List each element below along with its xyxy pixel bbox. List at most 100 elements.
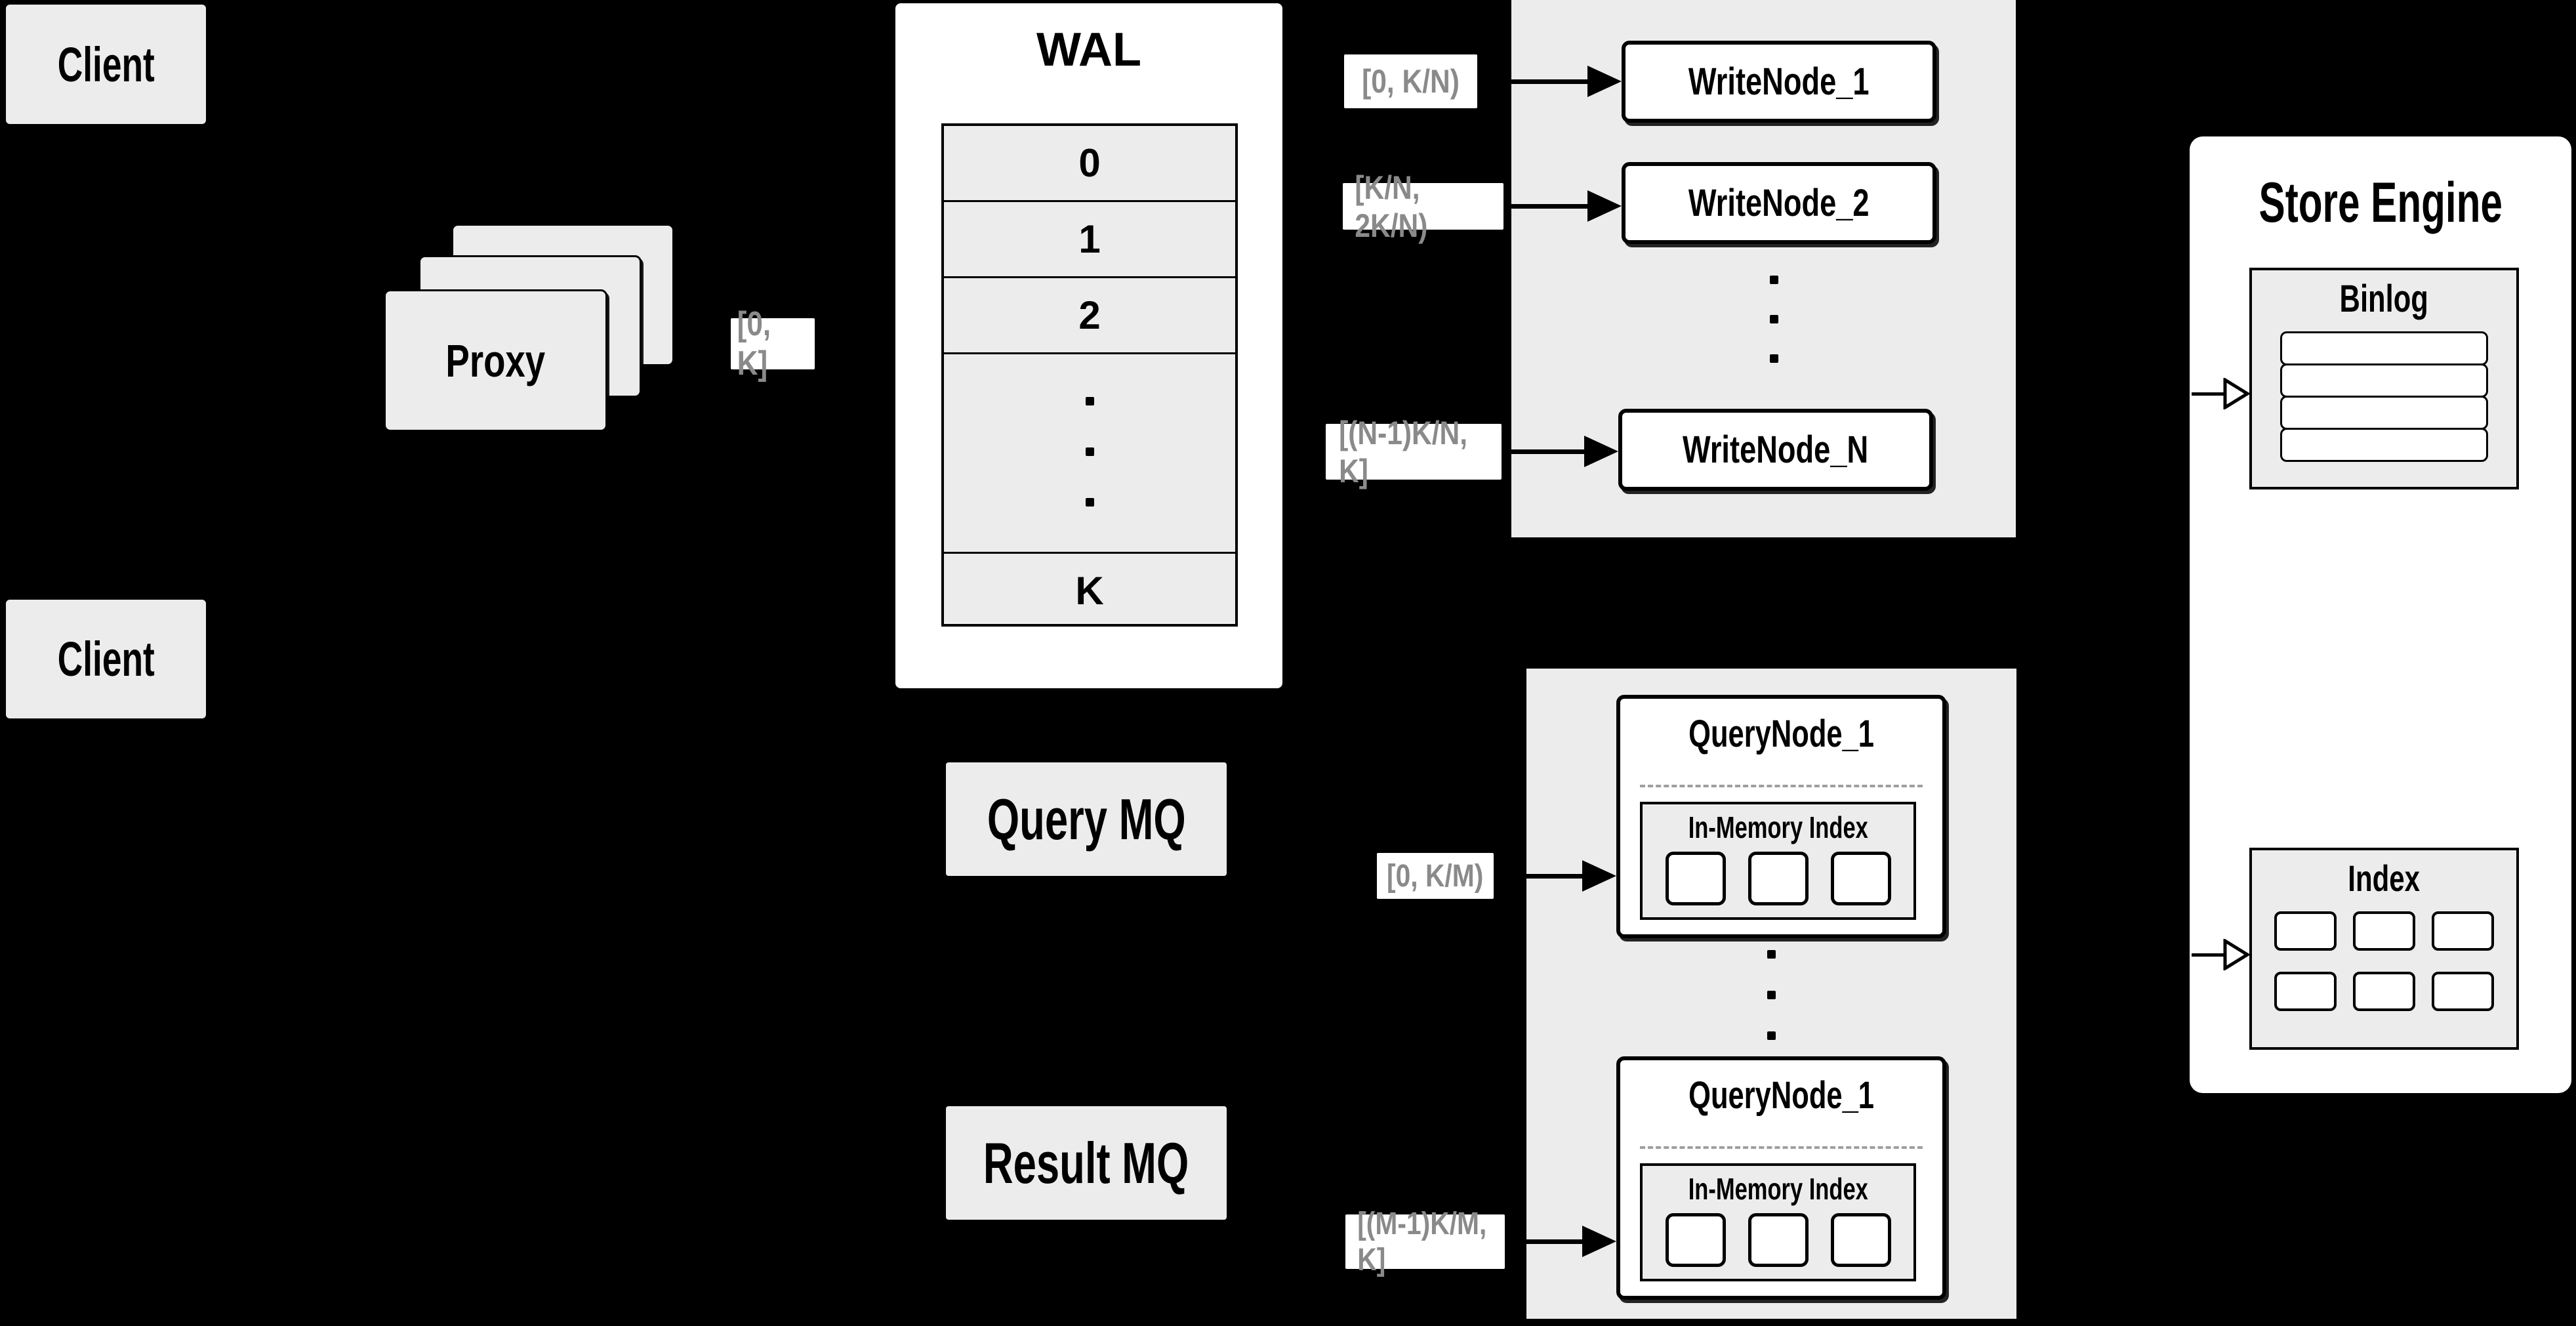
wal-row-2-label: 2: [1078, 293, 1101, 337]
arrow-to-write-node-2: [1503, 204, 1587, 209]
write-node-2-label: WriteNode_2: [1688, 182, 1870, 224]
wal-row-1-label: 1: [1078, 217, 1101, 261]
segment-squares-2: [1643, 1213, 1913, 1267]
segment-square: [1748, 1213, 1809, 1267]
ellipsis-dot: [1767, 1031, 1776, 1040]
write-node-2: WriteNode_2: [1622, 162, 1936, 244]
ellipsis-dot: [1086, 498, 1094, 507]
result-mq-node: Result MQ: [946, 1106, 1227, 1220]
index-cell: [2274, 972, 2337, 1011]
ellipsis-dot: [1770, 315, 1778, 323]
binlog-title: Binlog: [2252, 277, 2516, 321]
index-cell: [2274, 911, 2337, 951]
binlog-rows: [2252, 331, 2516, 462]
client-node-bottom: Client: [6, 600, 206, 718]
ellipsis-dot: [1086, 397, 1094, 405]
range-label-write-1: [0, K/N): [1344, 54, 1477, 108]
range-label-query-1-text: [0, K/M): [1387, 858, 1484, 894]
range-label-query-m-text: [(M-1)K/M, K]: [1357, 1206, 1487, 1277]
wal-row-2: 2: [944, 278, 1235, 354]
arrow-to-query-node-1: [1494, 874, 1582, 879]
arrowhead-to-query-node-1: [1582, 860, 1616, 892]
query-node-m-title: QueryNode_1: [1620, 1073, 1942, 1117]
in-memory-index-1-title: In-Memory Index: [1643, 810, 1913, 845]
ellipsis-dot: [1767, 991, 1776, 999]
arrow-to-index: [2192, 953, 2226, 957]
write-node-1: WriteNode_1: [1622, 41, 1936, 123]
arrowhead-to-binlog: [2223, 378, 2249, 409]
query-mq-label: Query MQ: [987, 786, 1186, 852]
wal-segment-table: 0 1 2 K: [941, 123, 1238, 627]
ellipsis-dot: [1767, 950, 1776, 959]
arrow-to-query-node-m: [1505, 1239, 1582, 1244]
binlog-row: [2280, 331, 2488, 365]
in-memory-index-2-title-text: In-Memory Index: [1688, 1172, 1868, 1206]
index-cell: [2432, 911, 2494, 951]
store-engine-panel: Store Engine Binlog Index: [2190, 136, 2571, 1093]
query-node-1-divider: [1640, 785, 1923, 787]
query-node-m: QueryNode_1 In-Memory Index: [1616, 1056, 1946, 1300]
arrowhead-to-query-node-m: [1582, 1226, 1616, 1257]
index-box: Index: [2249, 848, 2519, 1050]
query-node-1-title: QueryNode_1: [1620, 712, 1942, 756]
query-node-group-panel: QueryNode_1 In-Memory Index QueryNode_1: [1526, 669, 2016, 1319]
index-cell: [2353, 911, 2415, 951]
range-label-write-2: [K/N, 2K/N): [1343, 169, 1503, 244]
store-engine-title: Store Engine: [2190, 171, 2571, 236]
wal-row-ellipsis: [944, 354, 1235, 554]
query-node-1: QueryNode_1 In-Memory Index: [1616, 695, 1946, 938]
arrowhead-to-write-node-1: [1587, 66, 1622, 97]
store-engine-title-text: Store Engine: [2259, 171, 2503, 234]
range-label-proxy-output-text: [0, K]: [737, 305, 771, 383]
range-label-query-1: [0, K/M): [1377, 853, 1494, 899]
binlog-row: [2280, 363, 2488, 398]
arrow-to-write-node-n: [1502, 449, 1584, 454]
range-label-write-n-text: [(N-1)K/N, K]: [1339, 414, 1468, 489]
binlog-box: Binlog: [2249, 268, 2519, 489]
ellipsis-dot: [1770, 354, 1778, 363]
proxy-card-front: Proxy: [384, 289, 607, 432]
wal-row-0: 0: [944, 126, 1235, 202]
in-memory-index-1-title-text: In-Memory Index: [1688, 810, 1868, 844]
range-label-query-m: [(M-1)K/M, K]: [1345, 1207, 1505, 1277]
client-node-top: Client: [6, 5, 206, 124]
write-node-1-label: WriteNode_1: [1688, 60, 1870, 103]
binlog-row: [2280, 428, 2488, 462]
query-mq-node: Query MQ: [946, 762, 1227, 876]
range-label-write-1-text: [0, K/N): [1362, 63, 1460, 100]
range-label-write-2-text: [K/N, 2K/N): [1355, 169, 1428, 244]
wal-row-k-label: K: [1075, 568, 1104, 613]
in-memory-index-box-1: In-Memory Index: [1640, 802, 1916, 920]
binlog-title-text: Binlog: [2339, 278, 2429, 320]
write-node-n-label: WriteNode_N: [1683, 428, 1869, 471]
arrow-to-binlog: [2192, 392, 2226, 396]
query-node-m-title-text: QueryNode_1: [1688, 1074, 1874, 1117]
index-title-text: Index: [2348, 858, 2421, 899]
index-cells-row-1: [2252, 911, 2516, 951]
segment-square: [1748, 852, 1809, 905]
query-node-m-divider: [1640, 1146, 1923, 1149]
wal-row-0-label: 0: [1078, 141, 1101, 185]
ellipsis-dot: [1086, 447, 1094, 456]
wal-title: WAL: [1036, 24, 1141, 76]
index-cell: [2432, 972, 2494, 1011]
segment-square: [1830, 1213, 1891, 1267]
write-node-n: WriteNode_N: [1618, 409, 1933, 491]
index-title: Index: [2252, 857, 2516, 900]
wal-row-k: K: [944, 554, 1235, 627]
index-cell: [2353, 972, 2415, 1011]
segment-square: [1665, 1213, 1726, 1267]
result-mq-label: Result MQ: [983, 1130, 1189, 1195]
wal-row-1: 1: [944, 202, 1235, 278]
query-node-1-title-text: QueryNode_1: [1688, 713, 1874, 755]
arrowhead-to-write-node-n: [1584, 436, 1618, 467]
segment-square: [1830, 852, 1891, 905]
in-memory-index-2-title: In-Memory Index: [1643, 1171, 1913, 1207]
binlog-row: [2280, 396, 2488, 430]
arrowhead-to-index: [2223, 939, 2249, 970]
segment-square: [1665, 852, 1726, 905]
segment-squares-1: [1643, 852, 1913, 905]
in-memory-index-box-2: In-Memory Index: [1640, 1163, 1916, 1281]
client-bottom-label: Client: [57, 632, 155, 686]
